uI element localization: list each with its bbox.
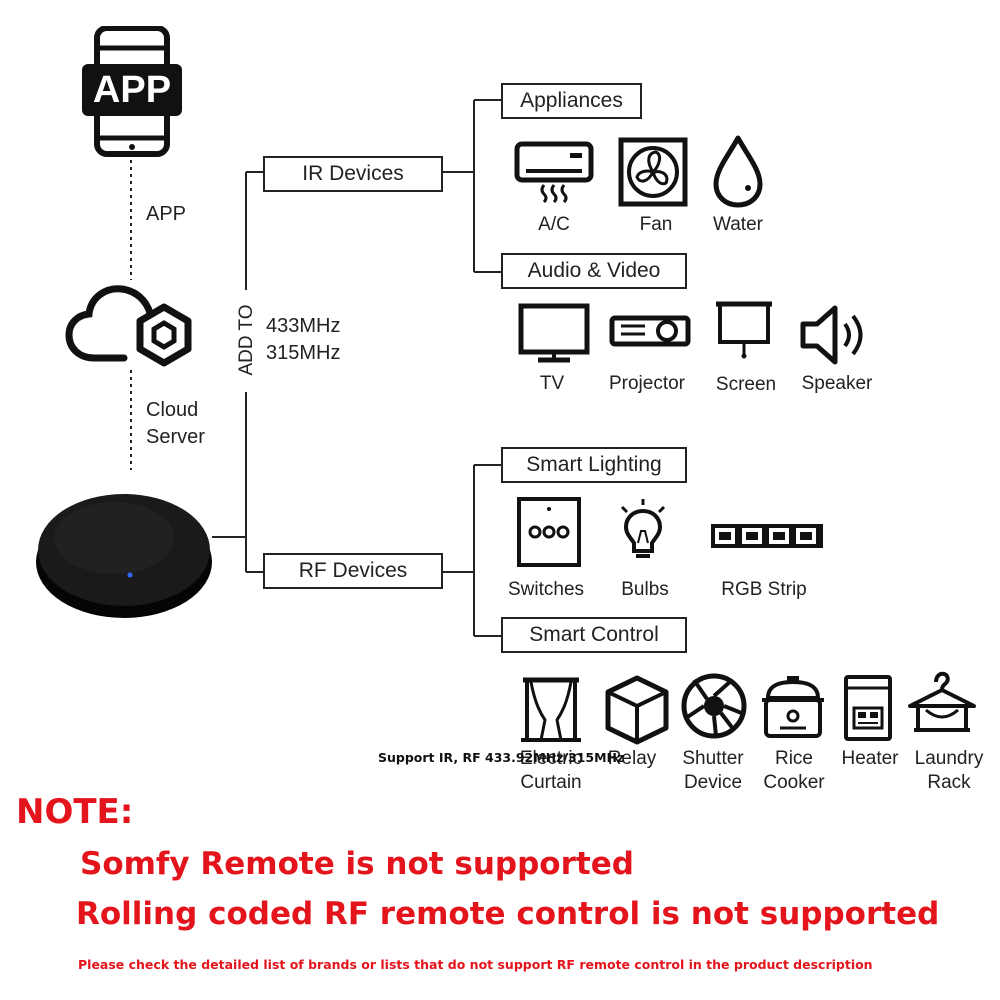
add-to-label: ADD TO — [236, 304, 257, 376]
smart-control-box: Smart Control — [501, 617, 687, 653]
air-conditioner-icon — [514, 141, 594, 204]
curtain-caption-2: Curtain — [520, 772, 582, 793]
rgb-strip-caption: RGB Strip — [721, 579, 807, 600]
freq-315-label: 315MHz — [266, 342, 341, 364]
switches-caption: Switches — [507, 579, 585, 600]
heater-caption: Heater — [841, 748, 899, 769]
speaker-icon — [799, 302, 869, 368]
rice-cooker-icon — [760, 674, 826, 742]
led-indicator — [127, 572, 133, 578]
fan-icon — [618, 137, 688, 207]
relay-caption: Relay — [607, 748, 657, 769]
audio-video-box: Audio & Video — [501, 253, 687, 289]
ir-rf-hub-device — [34, 480, 214, 620]
ir-devices-box: IR Devices — [263, 156, 443, 192]
curtain-icon — [519, 674, 583, 746]
shutter-caption-1: Shutter — [682, 748, 744, 769]
curtain-caption-1: Electric — [519, 748, 583, 769]
note-heading: NOTE: — [16, 792, 134, 832]
shutter-caption-2: Device — [683, 772, 743, 793]
wall-switch-icon — [516, 496, 582, 568]
note-line-product-description: Please check the detailed list of brands… — [78, 957, 873, 972]
freq-433-label: 433MHz — [266, 315, 341, 337]
shutter-icon — [680, 672, 748, 740]
tv-icon — [518, 303, 590, 365]
ac-caption: A/C — [538, 214, 570, 235]
screen-caption: Screen — [715, 374, 777, 395]
phone-icon: APP — [80, 25, 184, 158]
bulb-icon — [614, 497, 672, 565]
projector-caption: Projector — [608, 373, 686, 394]
water-caption: Water — [713, 214, 763, 235]
phone-badge-text: APP — [92, 69, 172, 111]
rgb-strip-icon — [709, 521, 825, 551]
appliances-box: Appliances — [501, 83, 642, 119]
laundry-rack-caption-2: Rack — [927, 772, 971, 793]
heater-icon — [842, 674, 894, 744]
tv-caption: TV — [539, 373, 565, 394]
laundry-rack-caption-1: Laundry — [914, 748, 984, 769]
app-label: APP — [146, 203, 187, 225]
relay-icon — [604, 674, 670, 746]
rf-devices-box: RF Devices — [263, 553, 443, 589]
rice-cooker-caption-2: Cooker — [763, 772, 825, 793]
note-line-rolling-code: Rolling coded RF remote control is not s… — [76, 896, 940, 932]
cloud-server-icon — [64, 283, 204, 373]
projector-icon — [609, 312, 693, 350]
note-line-somfy: Somfy Remote is not supported — [80, 846, 634, 882]
cloud-label-1: Cloud — [146, 399, 199, 421]
smart-lighting-box: Smart Lighting — [501, 447, 687, 483]
fan-caption: Fan — [639, 214, 673, 235]
rice-cooker-caption-1: Rice — [774, 748, 813, 769]
laundry-rack-icon — [906, 670, 978, 742]
water-drop-icon — [711, 134, 765, 208]
projection-screen-icon — [714, 300, 774, 360]
bulbs-caption: Bulbs — [621, 579, 669, 600]
support-overlay-text: Support IR, RF 433.92MHz/315MHz — [378, 750, 625, 765]
speaker-caption: Speaker — [801, 373, 873, 394]
cloud-label-2: Server — [146, 426, 205, 448]
